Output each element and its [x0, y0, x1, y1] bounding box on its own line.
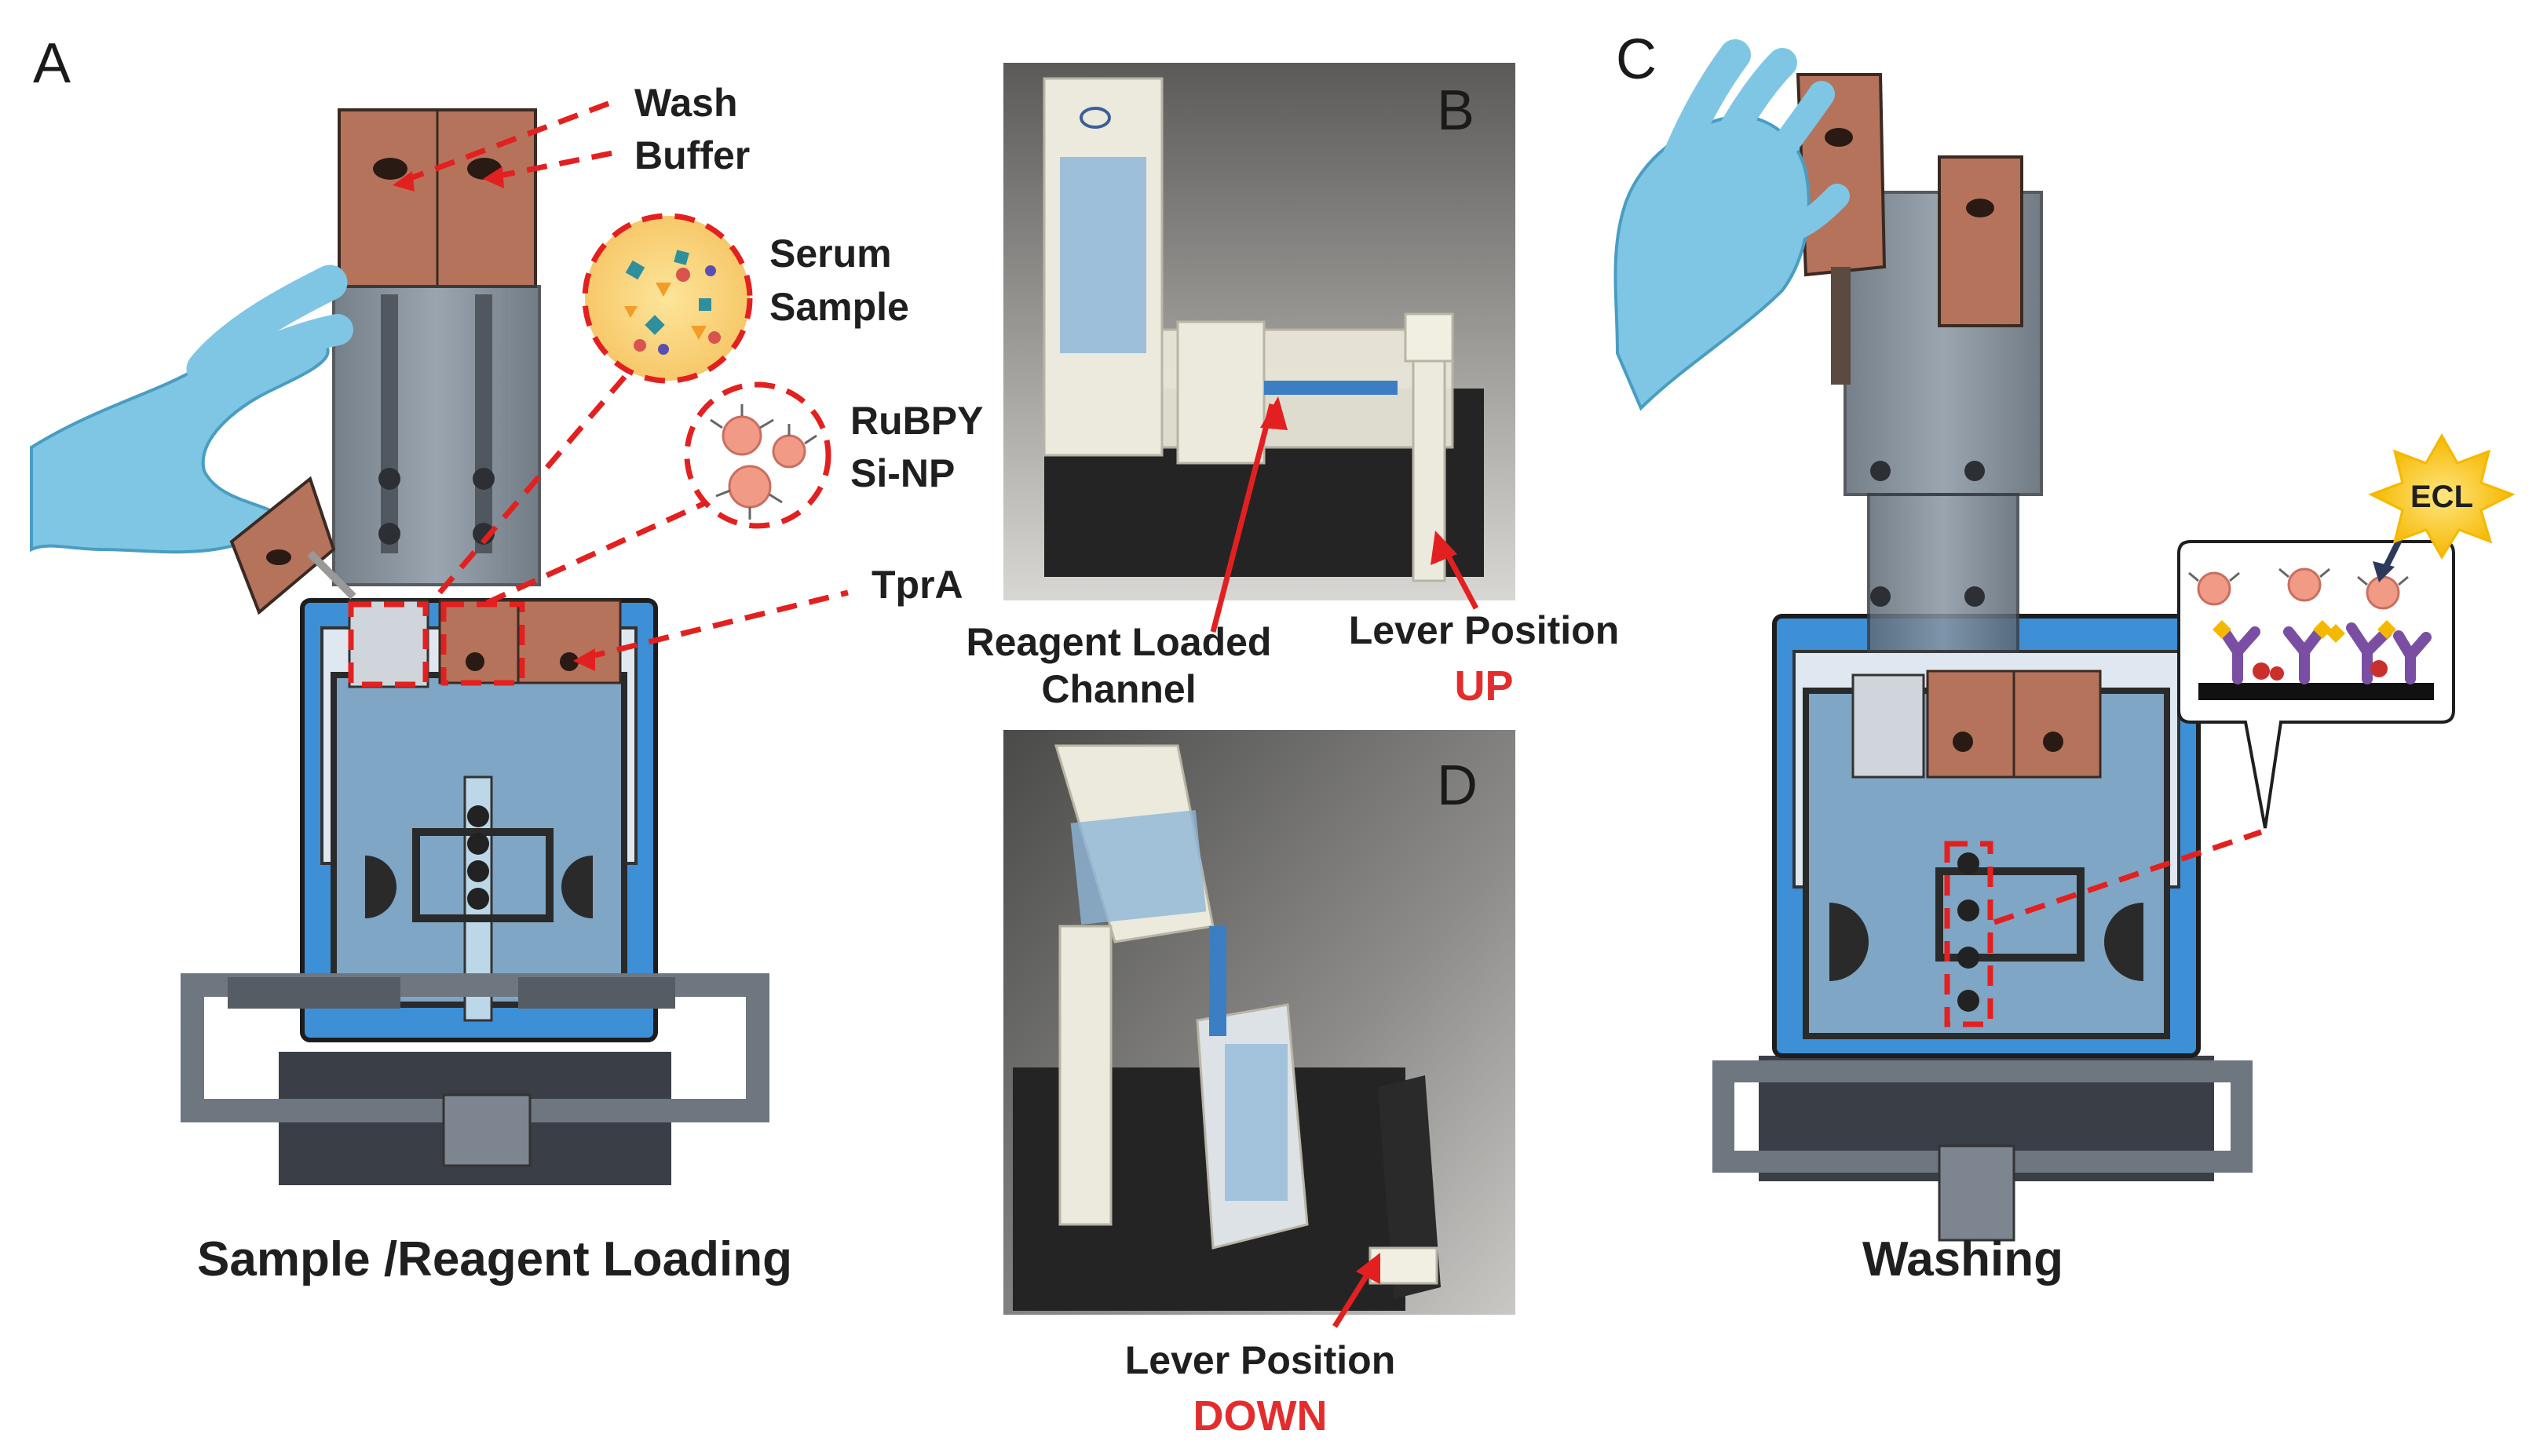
- lever-rail: [518, 977, 675, 1009]
- nanoparticle-icon: [684, 381, 831, 529]
- photo-d-lever: [1378, 1075, 1441, 1299]
- panel-a: A: [30, 32, 983, 1286]
- reservoir-column: [332, 285, 541, 586]
- panel-d-letter: D: [1437, 754, 1478, 817]
- panel-a-callouts: [348, 99, 849, 688]
- panel-d-lever-label: Lever Position: [1125, 1338, 1396, 1382]
- c-electrode-highlight: [1944, 841, 1993, 1027]
- panel-c-letter: C: [1616, 28, 1657, 91]
- panel-c: C: [1613, 28, 2516, 1286]
- ecl-label: ECL: [2410, 480, 2473, 514]
- channel-label-line2: Channel: [1041, 667, 1196, 711]
- channel-arrow: [1210, 403, 1275, 633]
- panel-a-letter: A: [33, 32, 71, 95]
- electrode-spot: [467, 833, 489, 855]
- lever-rail: [228, 977, 400, 1009]
- serum-label-line2: Sample: [769, 285, 909, 329]
- panel-b-lever-state: UP: [1454, 662, 1513, 710]
- glove-hand-icon: [1613, 39, 1850, 411]
- serum-label-line1: Serum: [769, 232, 892, 276]
- c-reservoir-lid: [1938, 155, 2023, 327]
- copper-lid-handheld: [229, 476, 356, 615]
- panel-b-letter: B: [1437, 79, 1474, 142]
- electrode-spot: [467, 805, 489, 827]
- electrode-spot: [467, 888, 489, 910]
- tpra-label: TprA: [872, 563, 963, 607]
- electrode-contact-left: [365, 856, 396, 918]
- wash-buffer-label-line1: Wash: [634, 81, 738, 125]
- serum-sample-icon: [582, 213, 753, 384]
- electrode-spot: [467, 860, 489, 882]
- rubpy-label-line2: Si-NP: [850, 451, 955, 495]
- photo-b-lever: [1412, 328, 1446, 582]
- channel-label-line1: Reagent Loaded: [967, 620, 1272, 664]
- panel-d: D Lever Position DOWN: [1003, 730, 1515, 1440]
- wash-buffer-label-line2: Buffer: [634, 133, 750, 177]
- panel-a-device: [181, 598, 769, 1185]
- panel-b-lever-label: Lever Position: [1349, 608, 1620, 652]
- rubpy-label-line1: RuBPY: [850, 399, 983, 443]
- glove-hand-icon: [30, 265, 353, 554]
- panel-a-reservoir: [332, 108, 622, 688]
- ecl-burst-icon: [2368, 432, 2516, 560]
- c-callout-dashed-line: [1993, 829, 2263, 925]
- electrode-contact-right: [561, 856, 593, 918]
- electrode-surface: [2198, 683, 2434, 700]
- ecl-callout: [2177, 532, 2455, 829]
- electrode-pattern: [412, 828, 554, 922]
- panel-d-lever-state: DOWN: [1193, 1392, 1328, 1440]
- panel-c-caption: Washing: [1862, 1232, 2063, 1286]
- lever-handle: [442, 1093, 532, 1167]
- panel-a-caption: Sample /Reagent Loading: [197, 1232, 792, 1286]
- panel-b: B Reagent Loaded Channel Lever Position …: [967, 63, 1620, 711]
